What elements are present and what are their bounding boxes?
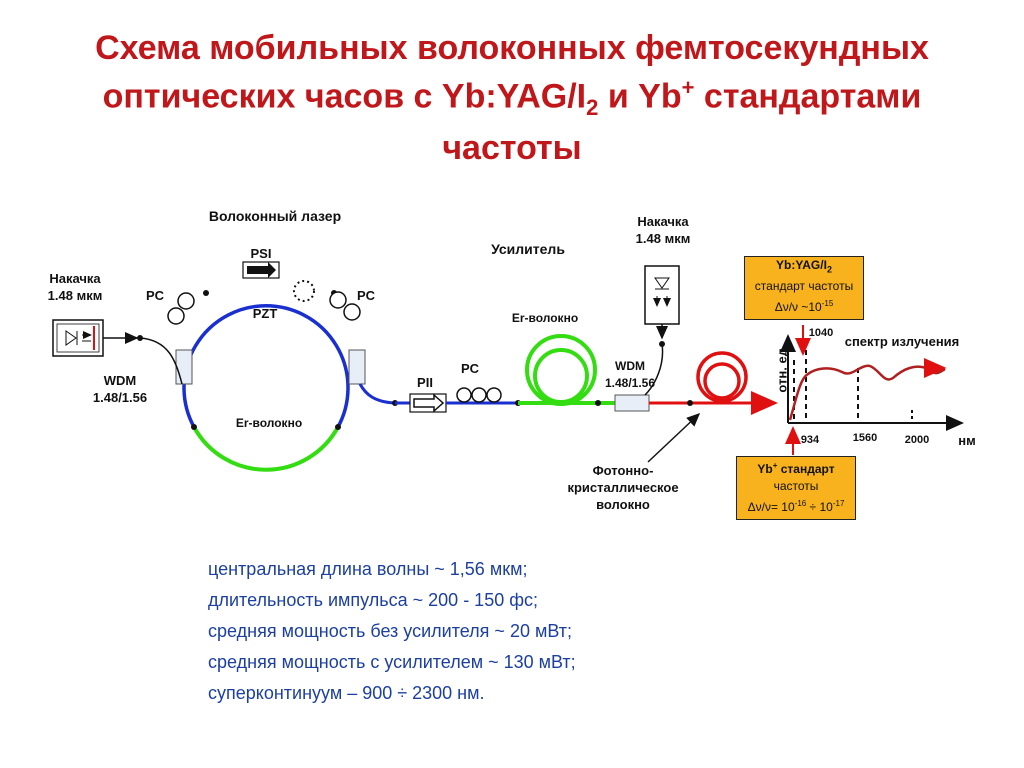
wdm-label-left: WDM 1.48/1.56: [92, 373, 148, 405]
spectrum-marker-1040-label: 1040: [808, 327, 834, 339]
param-item: средняя мощность с усилителем ~ 130 мВт;: [208, 652, 576, 672]
page-title: Схема мобильных волоконных фемтосекундны…: [0, 28, 1024, 168]
fiber-laser-label: Волоконный лазер: [208, 208, 342, 224]
pcf-pointer-arrow: [647, 412, 701, 463]
pcf-coil: [696, 351, 748, 403]
yb-standard-box: Yb+ стандарт частоты Δν/ν= 10-16 ÷ 10-17: [736, 456, 856, 520]
er-fiber-coil: [525, 334, 597, 406]
ring-er-fiber-green: [192, 426, 340, 472]
title-line-1: Схема мобильных волоконных фемтосекундны…: [95, 29, 929, 67]
pzt-label: PZT: [252, 306, 278, 321]
param-item: суперконтинуум – 900 ÷ 2300 нм.: [208, 683, 485, 703]
pii-label: PII: [417, 375, 433, 390]
pzt-icon: [293, 280, 315, 302]
parameters-list: центральная длина волны ~ 1,56 мкм; длит…: [208, 554, 576, 709]
splice-dot: [335, 424, 341, 430]
param-item: длительность импульса ~ 200 - 150 фс;: [208, 590, 539, 610]
ring-fiber-blue: [182, 304, 350, 428]
psi-label: PSI: [250, 246, 272, 261]
pump-diode-right: [644, 265, 680, 325]
pump-diode-left: [52, 319, 104, 357]
pii-isolator: [409, 393, 447, 413]
pc-label-left: PC: [145, 288, 165, 303]
spectrum-title: спектр излучения: [844, 334, 960, 349]
splice-dot: [191, 424, 197, 430]
title-line-3: частоты: [442, 129, 582, 168]
psi-isolator: [242, 261, 280, 279]
pc-loops-amplifier: [456, 387, 502, 403]
spectrum-tick-1560: 1560: [852, 432, 878, 444]
pc-label-right: PC: [356, 288, 376, 303]
spectrum-y-label: отн. ед.: [774, 344, 790, 393]
spectrum-x-unit: нм: [958, 433, 976, 448]
title-line-2: оптических часов с Yb:YAG/I2 и Yb+ станд…: [102, 75, 922, 121]
param-item: центральная длина волны ~ 1,56 мкм;: [208, 559, 528, 579]
wdm-coupler-left: [175, 349, 193, 385]
spectrum-tick-2000: 2000: [904, 434, 930, 446]
param-item: средняя мощность без усилителя ~ 20 мВт;: [208, 621, 572, 641]
spectrum-tick-934: 934: [800, 434, 820, 446]
pump-label-left: Накачка 1.48 мкм: [47, 271, 103, 303]
ring-output-fiber: [358, 383, 396, 405]
pc-loops-right: [329, 291, 361, 321]
wdm-coupler-amplifier: [614, 394, 650, 412]
yag-standard-box: Yb:YAG/I2 стандарт частоты Δν/ν ~10-15: [744, 256, 864, 320]
pc-loops-left: [167, 292, 195, 325]
er-fiber-label-ring: Er-волокно: [235, 416, 303, 430]
wdm-label-amplifier: WDM 1.48/1.56: [604, 359, 656, 390]
pump-label-right: Накачка 1.48 мкм: [635, 214, 691, 246]
splice-dot: [203, 290, 209, 296]
pc-label-amplifier: PC: [460, 361, 480, 376]
spectrum-curve: [788, 364, 946, 421]
spectrum-plot: [780, 334, 964, 431]
pcf-label: Фотонно- кристаллическое волокно: [567, 463, 679, 512]
amplifier-label: Усилитель: [491, 241, 565, 257]
er-fiber-label-amplifier: Er-волокно: [511, 311, 579, 325]
wdm-coupler-right: [348, 349, 366, 385]
